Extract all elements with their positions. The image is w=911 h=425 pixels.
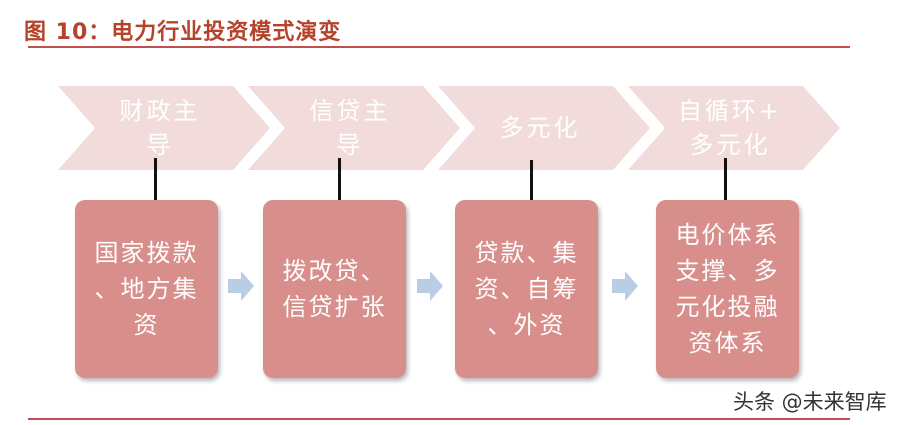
chevron-2 xyxy=(248,86,460,170)
connector-line-3 xyxy=(530,160,533,222)
stage-3-label: 多元化 xyxy=(499,114,581,142)
watermark: 头条 @未来智库 xyxy=(733,390,887,414)
stage-4-card: 电价体系 支撑、多 元化投融 资体系 xyxy=(656,200,799,378)
title-underline xyxy=(28,46,850,48)
connector-line-1 xyxy=(154,158,157,220)
stage-2-card: 拨改贷、 信贷扩张 xyxy=(263,200,406,378)
chevron-4 xyxy=(628,86,840,170)
arrow-right-icon xyxy=(417,271,443,301)
arrow-right-icon xyxy=(612,271,638,301)
connector-line-2 xyxy=(338,158,341,220)
connector-line-4 xyxy=(724,158,727,220)
chevron-1 xyxy=(58,86,270,170)
arrow-right-icon xyxy=(228,271,254,301)
figure-title: 图 10：电力行业投资模式演变 xyxy=(24,20,342,45)
stage-3-card: 贷款、集 资、自筹 、外资 xyxy=(455,200,598,378)
stage-4-label: 自循环+多元化 xyxy=(677,97,783,159)
bottom-rule xyxy=(28,418,850,420)
stage-1-card: 国家拨款 、地方集 资 xyxy=(75,200,218,378)
stage-2-label: 信贷主导 xyxy=(309,97,391,159)
stage-1-label: 财政主导 xyxy=(119,97,201,159)
chevron-3 xyxy=(438,86,650,170)
